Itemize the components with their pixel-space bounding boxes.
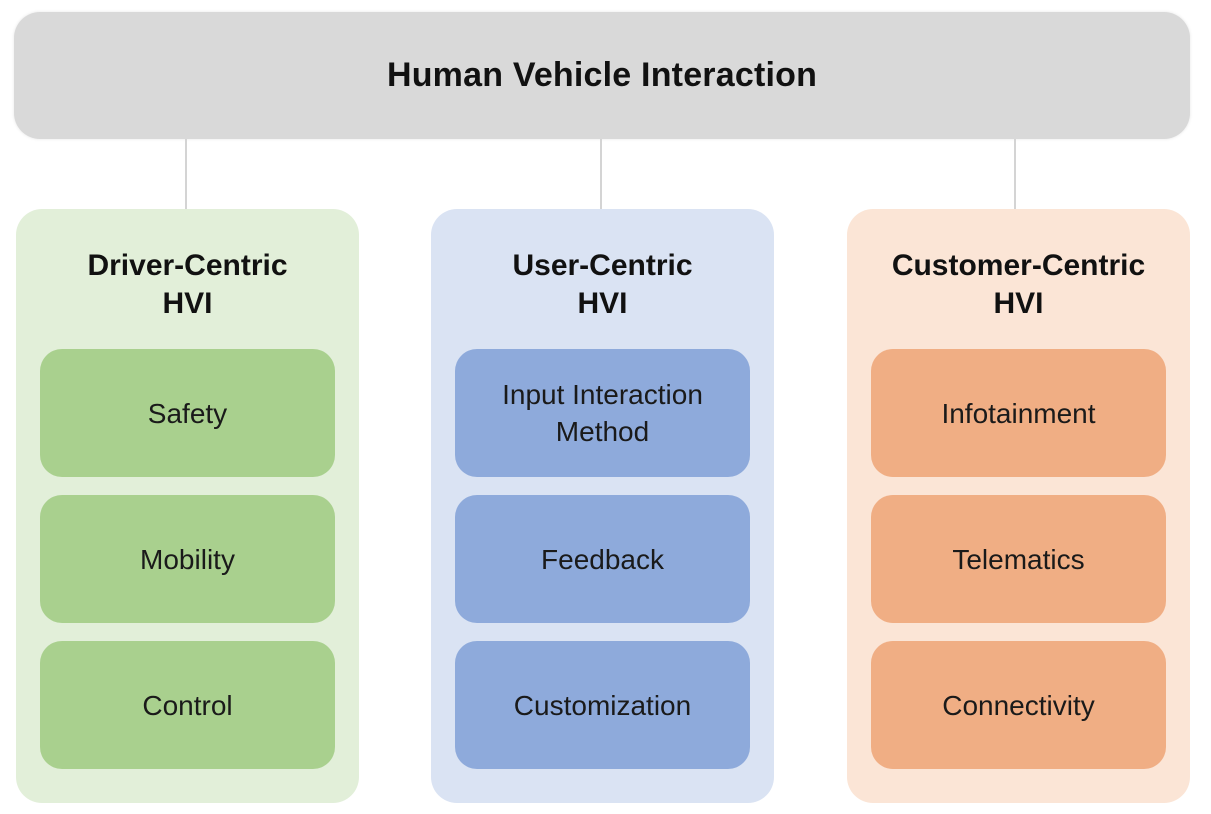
column-title-line1: Driver-Centric	[87, 249, 288, 282]
column-title-line1: User-Centric	[512, 249, 693, 282]
connectivity-box: Connectivity	[871, 641, 1166, 769]
column-title-line1: Customer-Centric	[891, 249, 1146, 282]
safety-box: Safety	[40, 349, 335, 477]
infotainment-box: Infotainment	[871, 349, 1166, 477]
input-interaction-method-box: Input Interaction Method	[455, 349, 750, 477]
feedback-box: Feedback	[455, 495, 750, 623]
customization-box: Customization	[455, 641, 750, 769]
column-title-line2: HVI	[993, 287, 1044, 320]
column-title-line2: HVI	[162, 287, 213, 320]
customer-centric-column: Customer-Centric HVI Infotainment Telema…	[847, 209, 1190, 803]
user-centric-column: User-Centric HVI Input Interaction Metho…	[431, 209, 774, 803]
customer-centric-title: Customer-Centric HVI	[847, 247, 1190, 323]
driver-centric-column: Driver-Centric HVI Safety Mobility Contr…	[16, 209, 359, 803]
diagram-title: Human Vehicle Interaction	[386, 56, 818, 94]
driver-centric-title: Driver-Centric HVI	[16, 247, 359, 323]
connector-line-customer	[1014, 139, 1016, 209]
column-title-line2: HVI	[577, 287, 628, 320]
connector-line-driver	[185, 139, 187, 209]
connector-line-user	[600, 139, 602, 209]
mobility-box: Mobility	[40, 495, 335, 623]
user-centric-title: User-Centric HVI	[431, 247, 774, 323]
telematics-box: Telematics	[871, 495, 1166, 623]
control-box: Control	[40, 641, 335, 769]
human-vehicle-interaction-header: Human Vehicle Interaction	[14, 12, 1190, 139]
